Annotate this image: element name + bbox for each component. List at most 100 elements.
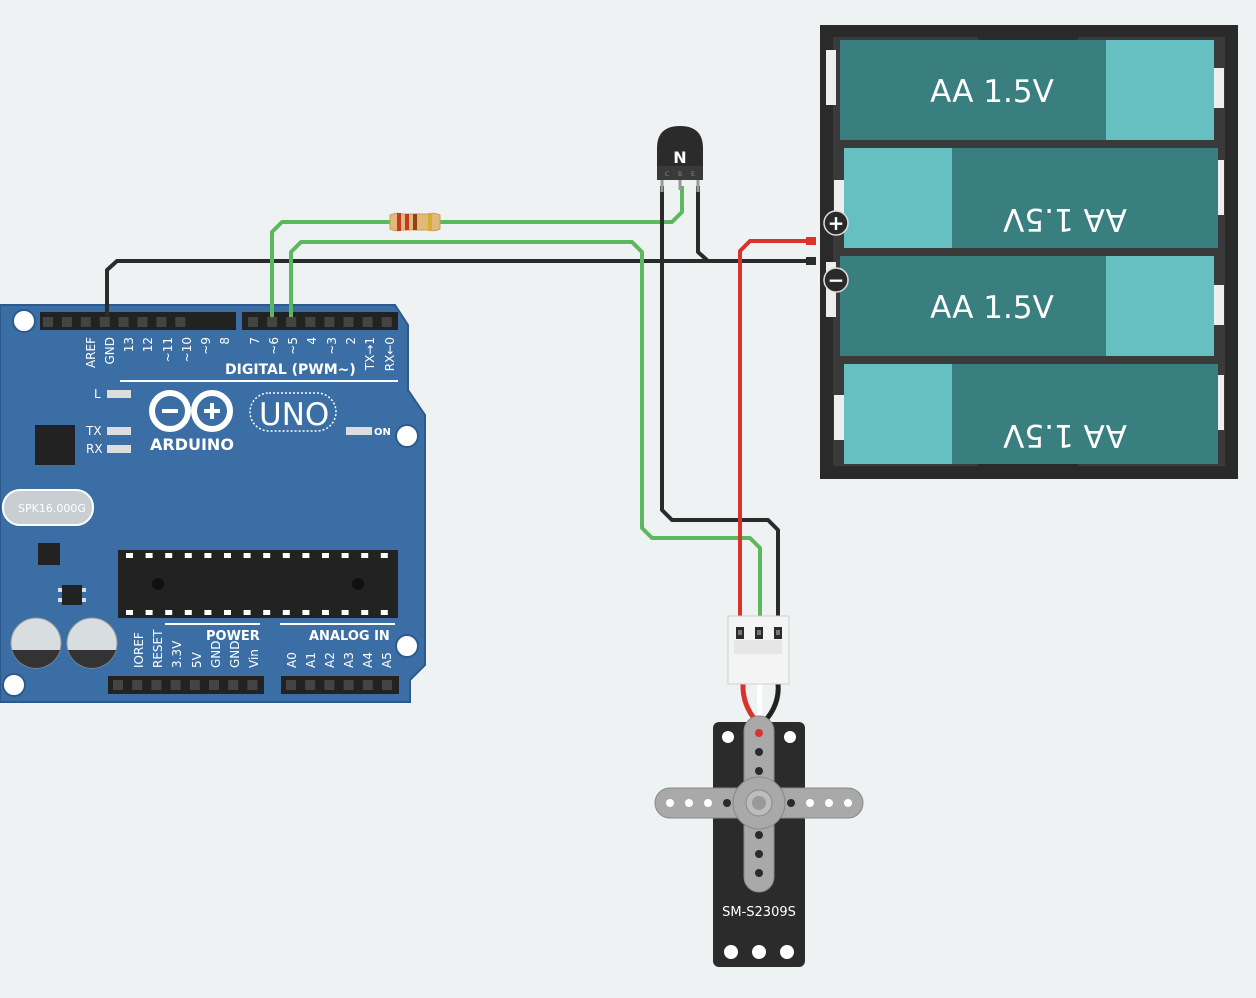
power-analog-pin-label: 3.3V xyxy=(170,640,184,668)
digital-header-right xyxy=(242,312,398,330)
svg-text:AA 1.5V: AA 1.5V xyxy=(1003,201,1127,237)
power-analog-pin-label: GND xyxy=(209,640,223,668)
digital-pin-label: ~3 xyxy=(325,337,339,355)
wire-resistor-base-green[interactable] xyxy=(440,186,684,224)
power-analog-pin-label: GND xyxy=(228,640,242,668)
crystal-oscillator xyxy=(2,489,94,526)
analog-pin-socket[interactable] xyxy=(324,680,335,690)
svg-text:−: − xyxy=(828,268,845,292)
led-rx xyxy=(107,445,131,453)
wire-collector-black[interactable] xyxy=(660,186,780,632)
servo-motor[interactable]: SM-S2309S xyxy=(654,615,864,967)
digital-header-label: DIGITAL (PWM~) xyxy=(225,362,356,378)
analog-pin-socket[interactable] xyxy=(343,680,354,690)
resistor[interactable] xyxy=(389,212,441,232)
svg-text:C: C xyxy=(665,171,669,178)
servo-connector[interactable] xyxy=(727,615,790,685)
wire-pin5-green[interactable] xyxy=(289,240,762,632)
power-pin-socket[interactable] xyxy=(151,680,162,690)
digital-pin-socket[interactable] xyxy=(286,317,297,327)
analog-pin-socket[interactable] xyxy=(362,680,373,690)
digital-pin-label: ~6 xyxy=(267,337,281,355)
crystal-label: SPK16.000G xyxy=(18,502,86,515)
battery-cell-4: AA 1.5V xyxy=(844,364,1218,464)
digital-pin-socket[interactable] xyxy=(305,317,316,327)
svg-text:AA 1.5V: AA 1.5V xyxy=(930,290,1054,326)
digital-pin-socket[interactable] xyxy=(362,317,373,327)
wire-emitter-black[interactable] xyxy=(696,186,812,263)
mounting-hole xyxy=(12,309,36,333)
digital-pin-sockets[interactable] xyxy=(43,317,392,327)
svg-text:E: E xyxy=(691,171,695,178)
analog-pin-socket[interactable] xyxy=(382,680,392,690)
digital-pin-label: 8 xyxy=(218,337,232,345)
led-l xyxy=(107,390,131,398)
voltage-regulator xyxy=(62,585,82,605)
arduino-logo-icon xyxy=(149,390,233,432)
power-pin-socket[interactable] xyxy=(189,680,200,690)
digital-pin-label: AREF xyxy=(84,337,98,368)
capacitor xyxy=(66,617,118,669)
servo-horn[interactable] xyxy=(654,715,864,893)
wire-gnd-black[interactable] xyxy=(105,259,812,317)
power-pin-socket[interactable] xyxy=(170,680,181,690)
npn-transistor[interactable]: N C B E xyxy=(657,126,703,192)
power-analog-pin-label: A0 xyxy=(285,652,299,668)
digital-pin-socket[interactable] xyxy=(118,317,129,327)
digital-pin-socket[interactable] xyxy=(43,317,53,327)
wire-pin6-green[interactable] xyxy=(270,220,390,317)
led-on-label: ON xyxy=(374,427,391,438)
microcontroller-chip xyxy=(118,550,398,618)
uno-badge xyxy=(249,392,337,432)
digital-pin-label: ~9 xyxy=(199,337,213,355)
battery-plus-terminal[interactable]: + xyxy=(823,210,849,236)
digital-pin-label: 2 xyxy=(344,337,358,345)
svg-text:+: + xyxy=(828,211,845,235)
digital-pin-socket[interactable] xyxy=(80,317,91,327)
led-rx-label: RX xyxy=(86,442,103,456)
digital-pin-label: 7 xyxy=(248,337,262,345)
digital-pin-socket[interactable] xyxy=(343,317,354,327)
analog-pin-socket[interactable] xyxy=(286,680,296,690)
power-analog-pin-sockets[interactable] xyxy=(113,680,392,690)
analog-pin-socket[interactable] xyxy=(305,680,316,690)
power-analog-pin-label: A5 xyxy=(380,652,394,668)
digital-pin-socket[interactable] xyxy=(175,317,186,327)
power-pin-socket[interactable] xyxy=(132,680,143,690)
capacitor xyxy=(10,617,62,669)
small-chip xyxy=(38,543,60,565)
mounting-hole xyxy=(395,424,419,448)
digital-pin-socket[interactable] xyxy=(324,317,335,327)
power-analog-pin-label: RESET xyxy=(151,629,165,668)
power-pin-socket[interactable] xyxy=(113,680,123,690)
wires[interactable] xyxy=(105,186,816,632)
digital-pin-socket[interactable] xyxy=(137,317,148,327)
power-analog-pin-label: A2 xyxy=(323,652,337,668)
digital-pin-socket[interactable] xyxy=(267,317,278,327)
digital-pin-label: GND xyxy=(103,337,117,365)
digital-pin-socket[interactable] xyxy=(156,317,167,327)
digital-pin-socket[interactable] xyxy=(381,317,392,327)
power-analog-pin-label: A3 xyxy=(342,652,356,668)
power-analog-pin-label: A4 xyxy=(361,652,375,668)
battery-minus-terminal[interactable]: − xyxy=(823,267,849,293)
digital-pin-socket[interactable] xyxy=(61,317,72,327)
transistor-type-label: N xyxy=(673,148,686,167)
digital-pin-socket[interactable] xyxy=(99,317,110,327)
digital-pin-label: 13 xyxy=(122,337,136,352)
digital-pin-socket[interactable] xyxy=(248,317,258,327)
analog-in-label: ANALOG IN xyxy=(309,629,390,644)
power-pin-socket[interactable] xyxy=(247,680,258,690)
power-pin-socket[interactable] xyxy=(209,680,219,690)
digital-pin-label: ~10 xyxy=(180,337,194,362)
battery-pack[interactable]: AA 1.5V AA 1.5V AA 1.5V AA 1.5V xyxy=(820,25,1238,479)
mounting-hole xyxy=(2,673,26,697)
power-analog-pin-label: IOREF xyxy=(132,632,146,668)
svg-text:B: B xyxy=(678,171,682,178)
wire-battery-red[interactable] xyxy=(738,239,812,632)
power-pin-socket[interactable] xyxy=(228,680,239,690)
